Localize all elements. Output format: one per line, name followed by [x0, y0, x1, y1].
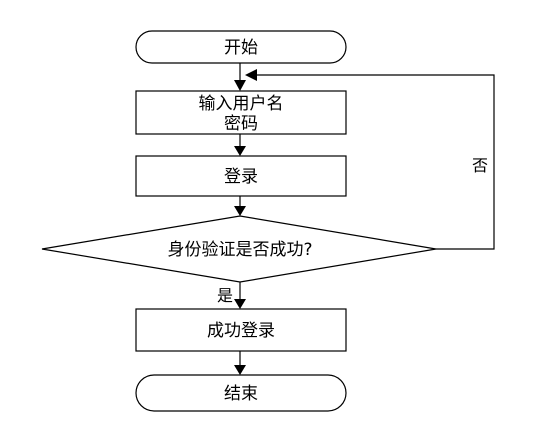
login-node-label: 登录 — [224, 167, 258, 187]
success-node-label: 成功登录 — [207, 321, 275, 341]
login-node: 登录 — [135, 155, 347, 197]
success-node-shape — [135, 308, 347, 352]
arrowhead-success — [234, 299, 246, 309]
decision-node-label: 身份验证是否成功? — [167, 240, 312, 260]
arrowhead-decision — [234, 206, 246, 216]
end-node: 结束 — [135, 374, 347, 412]
arrowhead-login — [234, 146, 246, 156]
input-node-label-line1: 输入用户名 — [199, 94, 284, 114]
input-node: 输入用户名 密码 — [135, 90, 347, 135]
edge-decision-no-loop — [256, 74, 495, 250]
start-node-label: 开始 — [224, 38, 258, 58]
start-node: 开始 — [135, 30, 347, 64]
success-node: 成功登录 — [135, 308, 347, 352]
input-node-label-line2: 密码 — [224, 114, 258, 134]
arrowhead-end — [234, 365, 246, 375]
login-node-shape — [135, 155, 347, 197]
end-node-label: 结束 — [224, 384, 258, 404]
decision-node: 身份验证是否成功? — [41, 215, 437, 283]
input-node-shape — [135, 90, 347, 135]
arrowhead-input — [234, 80, 246, 91]
arrowhead-no-loop — [245, 69, 257, 81]
edge-yes-label: 是 — [217, 286, 233, 305]
start-node-shape — [135, 30, 347, 64]
end-node-shape — [135, 374, 347, 412]
edge-no-label: 否 — [472, 156, 488, 175]
